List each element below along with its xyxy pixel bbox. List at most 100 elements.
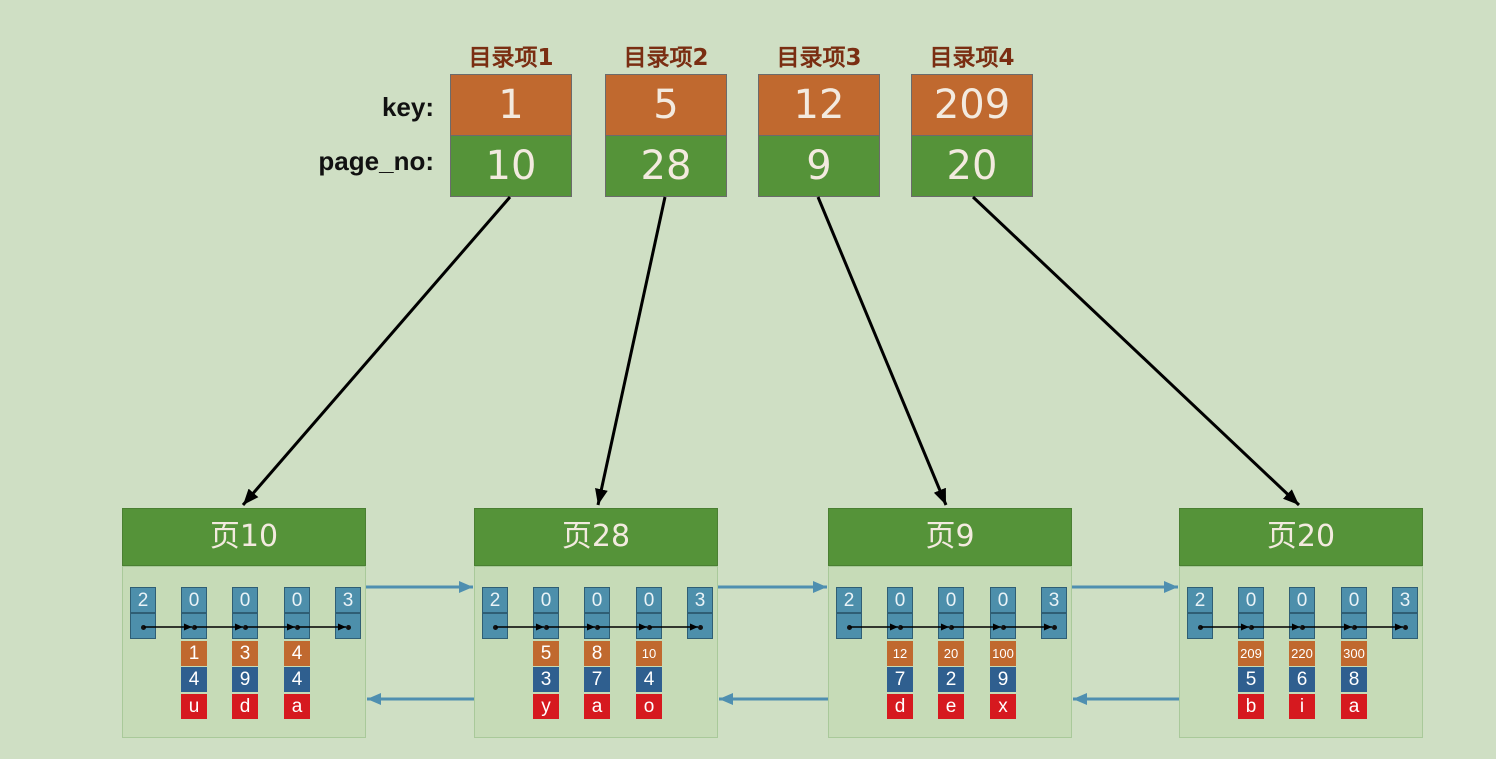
pointer-dot — [1052, 625, 1057, 630]
record-header-slot: 0 — [533, 587, 559, 613]
data-page: 页9 — [828, 508, 1072, 738]
record-key: 220 — [1289, 641, 1315, 666]
pointer-dot — [141, 625, 146, 630]
record-header-slot: 3 — [1392, 587, 1418, 613]
record-key: 3 — [232, 641, 258, 666]
record-value-number: 9 — [990, 667, 1016, 692]
record-header-slot: 2 — [1187, 587, 1213, 613]
pointer-dot — [698, 625, 703, 630]
record-value-char: d — [232, 694, 258, 719]
record-header-slot: 0 — [232, 587, 258, 613]
record-key: 100 — [990, 641, 1016, 666]
record-value-number: 2 — [938, 667, 964, 692]
record-header-slot: 0 — [1238, 587, 1264, 613]
record-value-number: 9 — [232, 667, 258, 692]
record-value-number: 7 — [584, 667, 610, 692]
record-value-char: d — [887, 694, 913, 719]
record-header-slot: 3 — [335, 587, 361, 613]
record-key: 209 — [1238, 641, 1264, 666]
record-next-pointer — [482, 613, 508, 639]
pointer-dot — [192, 625, 197, 630]
record-value-char: e — [938, 694, 964, 719]
record-value-number: 5 — [1238, 667, 1264, 692]
pointer-dot — [346, 625, 351, 630]
directory-entry-key: 12 — [758, 74, 880, 136]
pointer-dot — [243, 625, 248, 630]
pointer-dot — [544, 625, 549, 630]
data-page: 页10 — [122, 508, 366, 738]
pointer-dot — [1001, 625, 1006, 630]
data-page-title: 页28 — [474, 508, 718, 566]
data-page-title: 页10 — [122, 508, 366, 566]
directory-entry-page-no: 20 — [911, 135, 1033, 197]
record-value-number: 4 — [181, 667, 207, 692]
page-no-row-label: page_no: — [318, 146, 434, 176]
record-header-slot: 3 — [1041, 587, 1067, 613]
record-value-number: 6 — [1289, 667, 1315, 692]
record-value-char: x — [990, 694, 1016, 719]
record-value-number: 4 — [284, 667, 310, 692]
pointer-dot — [1403, 625, 1408, 630]
pointer-dot — [1249, 625, 1254, 630]
record-value-number: 4 — [636, 667, 662, 692]
record-header-slot: 2 — [130, 587, 156, 613]
key-row-label: key: — [381, 92, 434, 122]
directory-entry-key: 209 — [911, 74, 1033, 136]
record-value-number: 7 — [887, 667, 913, 692]
record-value-char: u — [181, 694, 207, 719]
page-pointer-arrow — [971, 195, 1301, 507]
record-header-slot: 3 — [687, 587, 713, 613]
pointer-dot — [595, 625, 600, 630]
record-key: 10 — [636, 641, 662, 666]
pointer-dot — [493, 625, 498, 630]
record-value-number: 3 — [533, 667, 559, 692]
record-key: 5 — [533, 641, 559, 666]
pointer-dot — [898, 625, 903, 630]
record-header-slot: 0 — [181, 587, 207, 613]
record-value-char: a — [1341, 694, 1367, 719]
directory-entry-page-no: 10 — [450, 135, 572, 197]
record-header-slot: 2 — [482, 587, 508, 613]
record-header-slot: 0 — [887, 587, 913, 613]
pointer-dot — [1352, 625, 1357, 630]
record-key: 300 — [1341, 641, 1367, 666]
record-header-slot: 0 — [636, 587, 662, 613]
record-header-slot: 2 — [836, 587, 862, 613]
page-pointer-arrow — [595, 196, 667, 506]
record-header-slot: 0 — [284, 587, 310, 613]
pointer-dot — [949, 625, 954, 630]
pointer-dot — [647, 625, 652, 630]
record-header-slot: 0 — [1341, 587, 1367, 613]
directory-entry-page-no: 28 — [605, 135, 727, 197]
record-value-char: y — [533, 694, 559, 719]
data-page-title: 页20 — [1179, 508, 1423, 566]
record-key: 8 — [584, 641, 610, 666]
record-value-number: 8 — [1341, 667, 1367, 692]
pointer-dot — [847, 625, 852, 630]
directory-entry-title: 目录项4 — [929, 45, 1015, 71]
record-header-slot: 0 — [584, 587, 610, 613]
record-value-char: o — [636, 694, 662, 719]
directory-entry-page-no: 9 — [758, 135, 880, 197]
record-value-char: b — [1238, 694, 1264, 719]
directory-entry-title: 目录项2 — [623, 45, 709, 71]
page-pointer-arrow — [241, 196, 512, 506]
pointer-dot — [295, 625, 300, 630]
pointer-dot — [1198, 625, 1203, 630]
record-key: 1 — [181, 641, 207, 666]
record-key: 12 — [887, 641, 913, 666]
pointer-dot — [1300, 625, 1305, 630]
record-key: 20 — [938, 641, 964, 666]
record-value-char: i — [1289, 694, 1315, 719]
directory-entry-title: 目录项3 — [776, 45, 862, 71]
record-key: 4 — [284, 641, 310, 666]
record-header-slot: 0 — [990, 587, 1016, 613]
record-value-char: a — [584, 694, 610, 719]
record-value-char: a — [284, 694, 310, 719]
directory-entry-title: 目录项1 — [468, 45, 554, 71]
record-header-slot: 0 — [938, 587, 964, 613]
record-header-slot: 0 — [1289, 587, 1315, 613]
page-pointer-arrow — [816, 196, 948, 506]
